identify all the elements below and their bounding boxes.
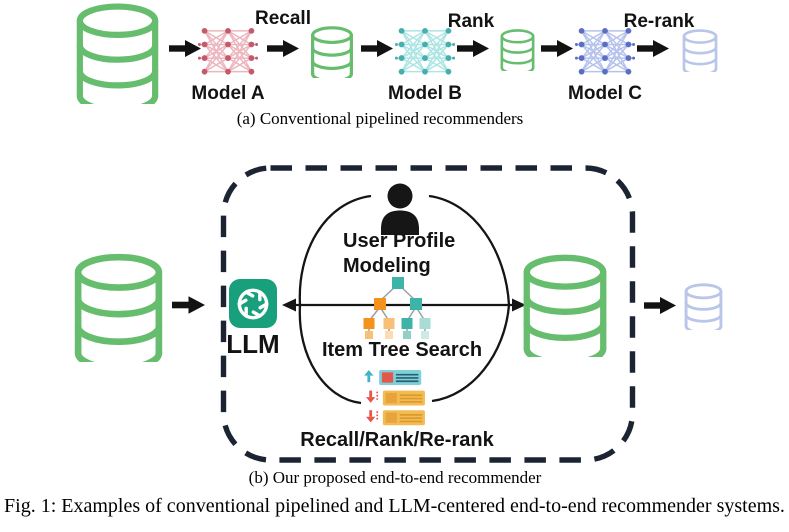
- user-profile-label-line1: User Profile: [343, 230, 456, 252]
- dashed-boundary-box: [220, 165, 636, 463]
- item-tree-icon: [363, 277, 431, 339]
- user-silhouette-icon: [376, 183, 424, 235]
- arrowhead-to-llm-icon: [282, 298, 296, 312]
- openai-logo-icon: [229, 279, 277, 328]
- result-database-icon: [520, 254, 610, 357]
- llm-label: LLM: [226, 329, 280, 359]
- user-profile-label-line2: Modeling: [343, 255, 431, 277]
- model-b-label: Model B: [388, 83, 462, 104]
- item-tree-search-label: Item Tree Search: [321, 339, 483, 361]
- openai-knot-glyph: [237, 288, 269, 319]
- user-profile-modeling-label: User Profile Modeling: [343, 229, 493, 279]
- arrowhead-to-database-icon: [512, 298, 526, 312]
- panel-a-caption: (a) Conventional pipelined recommenders: [236, 109, 524, 128]
- input-database-icon: [71, 253, 166, 362]
- ranked-list-icon: [364, 370, 425, 426]
- rerank-flow-label: Re-rank: [623, 11, 695, 32]
- output-database-icon: [683, 283, 724, 330]
- flow-arrow-icon: [172, 296, 205, 314]
- model-c-label: Model C: [568, 83, 642, 104]
- flow-arrow-icon: [644, 297, 676, 314]
- recall-rank-rerank-label: Recall/Rank/Re-rank: [300, 429, 494, 451]
- recall-flow-label: Recall: [255, 8, 311, 29]
- rank-flow-label: Rank: [447, 11, 495, 32]
- panel-b-caption: (b) Our proposed end-to-end recommender: [248, 468, 542, 487]
- figure-caption: Fig. 1: Examples of conventional pipelin…: [4, 495, 785, 517]
- model-a-label: Model A: [191, 83, 265, 104]
